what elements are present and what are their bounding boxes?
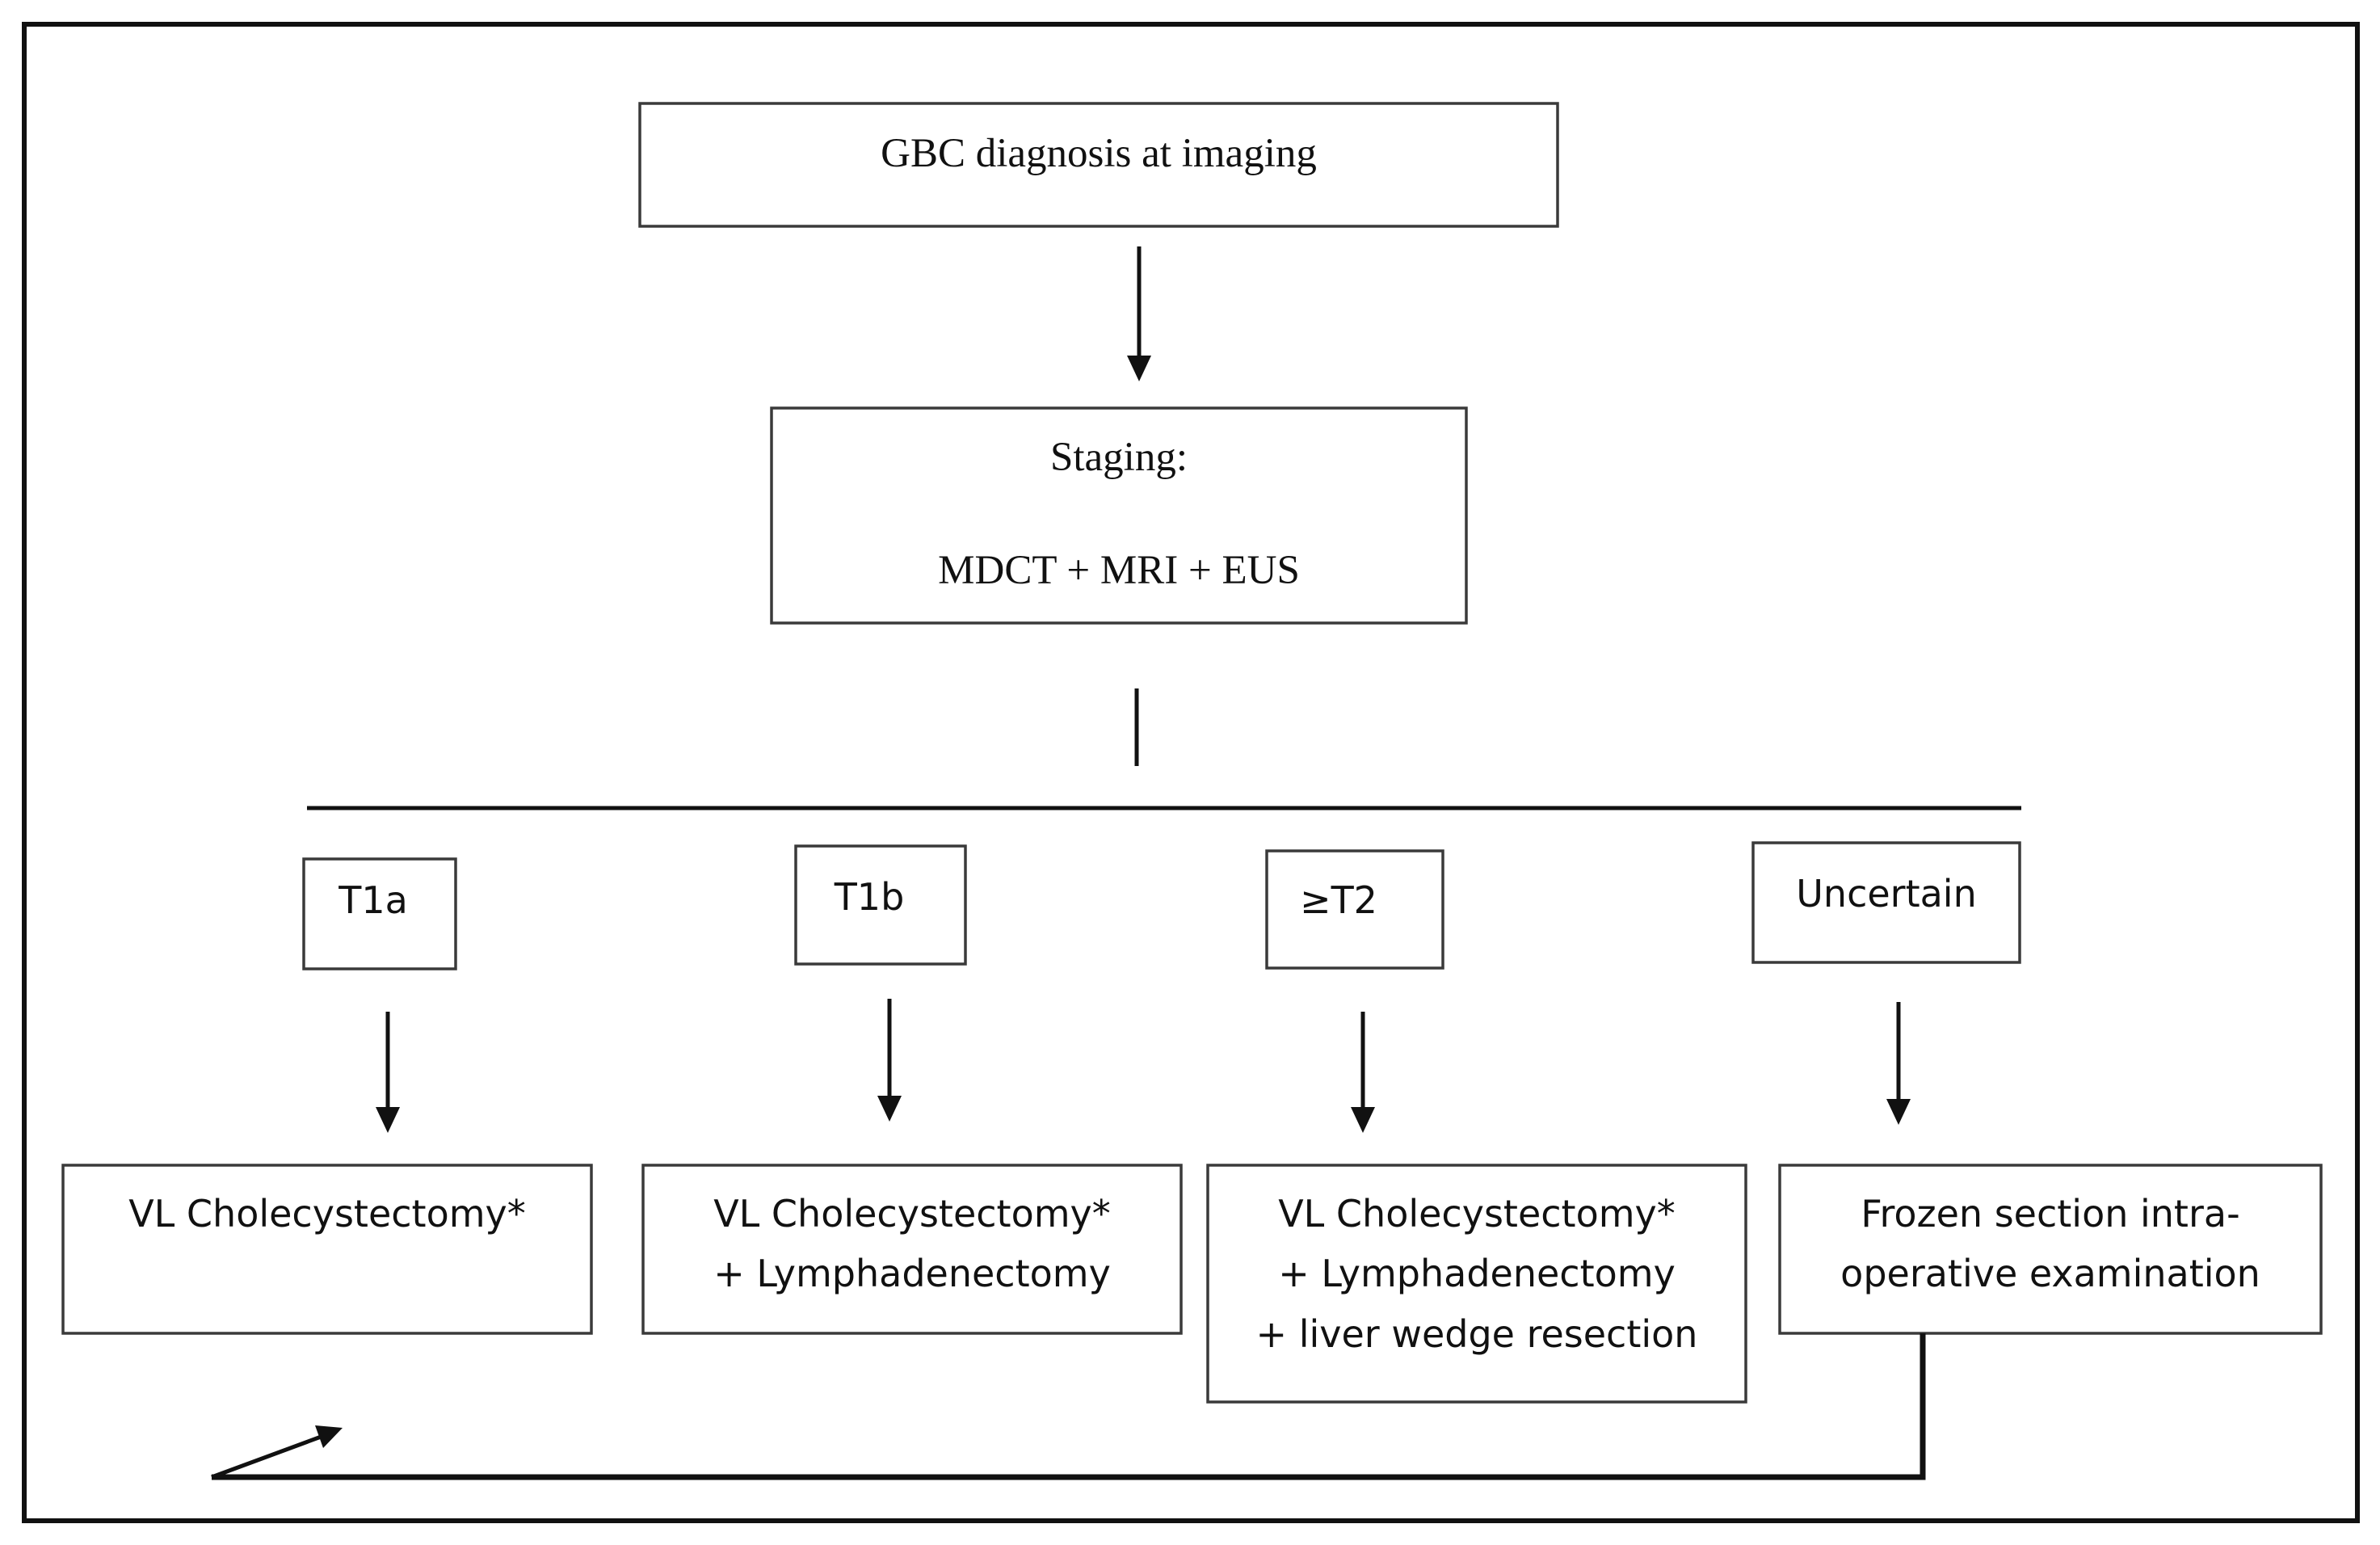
stage-t1b: T1b (794, 844, 967, 966)
outcome-t1a: VL Cholecystectomy* (61, 1164, 593, 1335)
outcome-uncertain: Frozen section intra- operative examinat… (1778, 1164, 2323, 1335)
node-staging-methods: MDCT + MRI + EUS (938, 548, 1300, 593)
node-staging-title: Staging: (1050, 435, 1188, 480)
outcome-t2-line-1: VL Cholecystectomy* (1278, 1192, 1676, 1236)
stage-t1a-label: T1a (338, 878, 408, 922)
diagram-frame (22, 22, 2360, 1523)
node-gbc-diagnosis: GBC diagnosis at imaging (638, 102, 1559, 228)
stage-t1b-label: T1b (834, 875, 905, 919)
stage-uncertain-label: Uncertain (1796, 872, 1977, 916)
outcome-t1b: VL Cholecystectomy* + Lymphadenectomy (641, 1164, 1183, 1335)
outcome-uncertain-line-2: operative examination (1840, 1252, 2260, 1295)
arrow-t2-to-outcome (1351, 1012, 1375, 1133)
arrow-t1b-to-outcome (877, 999, 902, 1122)
stage-uncertain: Uncertain (1751, 841, 2021, 964)
outcome-t2-line-3: + liver wedge resection (1256, 1312, 1698, 1356)
outcome-t2-plus: VL Cholecystectomy* + Lymphadenectomy + … (1206, 1164, 1747, 1404)
arrow-uncertain-to-outcome (1886, 1002, 1911, 1125)
outcome-t1a-line-1: VL Cholecystectomy* (128, 1192, 526, 1236)
stage-t2-plus: ≥T2 (1265, 849, 1444, 970)
outcome-uncertain-line-1: Frozen section intra- (1861, 1192, 2239, 1236)
stage-t2-plus-label: ≥T2 (1300, 878, 1377, 922)
return-path (211, 1333, 1926, 1480)
node-staging: Staging: MDCT + MRI + EUS (770, 406, 1468, 625)
outcome-t2-line-2: + Lymphadenectomy (1278, 1252, 1676, 1295)
outcome-t1b-line-2: + Lymphadenectomy (713, 1252, 1111, 1295)
node-gbc-diagnosis-label: GBC diagnosis at imaging (881, 131, 1317, 176)
arrow-t1a-to-outcome (376, 1012, 400, 1133)
stage-t1a: T1a (302, 857, 457, 970)
outcome-t1b-line-1: VL Cholecystectomy* (713, 1192, 1111, 1236)
arrow-diagnosis-to-staging (1127, 246, 1151, 381)
